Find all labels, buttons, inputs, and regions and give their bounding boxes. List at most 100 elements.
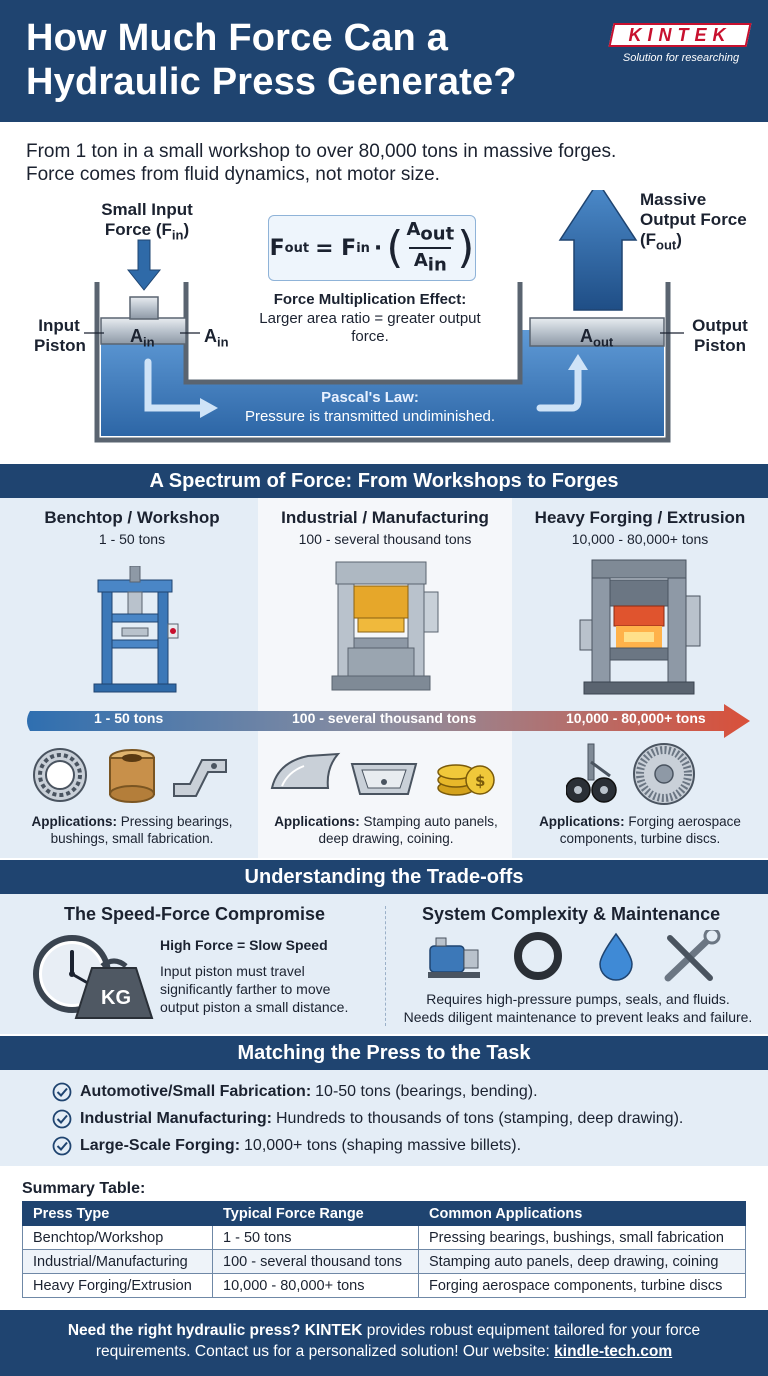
industrial-applications: Applications: Stamping auto panels, deep… bbox=[274, 814, 498, 846]
header-banner: How Much Force Can a Hydraulic Press Gen… bbox=[0, 0, 768, 122]
footer-website-link[interactable]: kindle-tech.com bbox=[554, 1343, 673, 1360]
footer-question: Need the right hydraulic press? bbox=[67, 1322, 301, 1339]
complexity-text-2: Needs diligent maintenance to prevent le… bbox=[403, 1009, 753, 1025]
svg-text:$: $ bbox=[475, 772, 485, 790]
clock-weight-icon: KG bbox=[33, 935, 154, 1019]
pump-icon bbox=[428, 937, 480, 978]
force-spectrum-arrow bbox=[27, 704, 750, 738]
input-piston-rod bbox=[129, 296, 159, 320]
forging-press-icon bbox=[579, 559, 701, 695]
fluid-drop-icon bbox=[599, 932, 633, 981]
effect-title: Force Multiplication Effect: bbox=[273, 291, 467, 308]
footer-brand: KINTEK bbox=[304, 1322, 363, 1339]
table-cell: 1 - 50 tons bbox=[212, 1225, 419, 1250]
output-piston-label: Output Piston bbox=[692, 316, 748, 355]
fluid-flow-arrow-left bbox=[144, 358, 209, 412]
summary-table: Press Type Typical Force Range Common Ap… bbox=[22, 1201, 746, 1298]
fluid-flow-arrow-right bbox=[536, 362, 582, 412]
check-circle-icon bbox=[52, 1136, 72, 1156]
table-cell: 100 - several thousand tons bbox=[212, 1249, 419, 1274]
input-force-arrow bbox=[126, 239, 162, 291]
speed-force-text: Input piston must travel significantly f… bbox=[160, 963, 349, 1015]
matching-section-title: Matching the Press to the Task bbox=[0, 1036, 768, 1070]
coins-icon: $ bbox=[437, 764, 495, 796]
table-cell: Industrial/Manufacturing bbox=[22, 1249, 213, 1274]
brand-logo[interactable]: KINTEK bbox=[628, 25, 732, 45]
benchtop-applications: Applications: Pressing bearings, bushing… bbox=[31, 814, 233, 846]
container-wall bbox=[94, 282, 671, 443]
effect-text: Larger area ratio = greater output force… bbox=[259, 310, 481, 345]
maintenance-icons bbox=[428, 930, 721, 982]
deep-drawn-sink-icon bbox=[350, 763, 418, 795]
benchtop-press-icon bbox=[93, 566, 179, 693]
summary-table-title: Summary Table: bbox=[22, 1180, 146, 1197]
complexity-title: System Complexity & Maintenance bbox=[422, 904, 721, 924]
input-force-label: Small Input Force (Fin) bbox=[101, 200, 193, 243]
table-cell: 10,000 - 80,000+ tons bbox=[212, 1273, 419, 1298]
auto-panel-icon bbox=[270, 752, 341, 789]
check-circle-icon bbox=[52, 1082, 72, 1102]
complexity-text-1: Requires high-pressure pumps, seals, and… bbox=[426, 991, 730, 1007]
intro-line-1: From 1 ton in a small workshop to over 8… bbox=[26, 141, 617, 162]
match-item-forging: Large-Scale Forging:10,000+ tons (shapin… bbox=[52, 1136, 521, 1156]
table-cell: Stamping auto panels, deep drawing, coin… bbox=[418, 1249, 746, 1274]
input-piston bbox=[100, 317, 187, 345]
industrial-press-icon bbox=[331, 561, 439, 691]
footer-text: provides robust equipment tailored for y… bbox=[95, 1322, 701, 1360]
intro-line-2: Force comes from fluid dynamics, not mot… bbox=[26, 164, 440, 185]
table-cell: Pressing bearings, bushings, small fabri… bbox=[418, 1225, 746, 1250]
footer-cta: Need the right hydraulic press? KINTEK p… bbox=[0, 1310, 768, 1376]
forging-application-icons bbox=[566, 743, 695, 805]
table-header-force-range: Typical Force Range bbox=[212, 1201, 419, 1226]
spectrum-col-forging: Heavy Forging / Extrusion 10,000 - 80,00… bbox=[534, 508, 746, 547]
spectrum-section-title: A Spectrum of Force: From Workshops to F… bbox=[0, 464, 768, 498]
weight-icon bbox=[74, 958, 154, 1019]
bushing-icon bbox=[109, 749, 155, 803]
output-force-arrow bbox=[558, 190, 638, 311]
table-row: Benchtop/Workshop 1 - 50 tons Pressing b… bbox=[22, 1225, 746, 1250]
table-header-applications: Common Applications bbox=[418, 1201, 746, 1226]
forging-applications: Applications: Forging aerospace componen… bbox=[539, 814, 741, 846]
tradeoffs-section-title: Understanding the Trade-offs bbox=[0, 860, 768, 894]
turbine-disc-icon bbox=[633, 743, 695, 805]
table-header-row: Press Type Typical Force Range Common Ap… bbox=[22, 1201, 746, 1226]
brand-tagline: Solution for researching bbox=[622, 52, 740, 64]
tradeoffs-divider bbox=[385, 906, 386, 1026]
table-cell: Forging aerospace components, turbine di… bbox=[418, 1273, 746, 1298]
output-area-label: Aout bbox=[580, 326, 614, 350]
bracket-icon bbox=[173, 759, 227, 797]
spectrum-label-benchtop: 1 - 50 tons bbox=[94, 710, 164, 726]
bearing-icon bbox=[33, 748, 87, 802]
seal-ring-icon bbox=[514, 932, 562, 980]
matching-panel bbox=[0, 1070, 768, 1166]
pascal-law-text: Pressure is transmitted undiminished. bbox=[244, 408, 496, 425]
table-cell: Benchtop/Workshop bbox=[22, 1225, 213, 1250]
match-item-automotive: Automotive/Small Fabrication:10-50 tons … bbox=[52, 1082, 538, 1102]
weight-label: KG bbox=[101, 987, 131, 1009]
pascal-diagram: Small Input Force (Fin) Input Piston Ain… bbox=[0, 190, 768, 455]
page-title: How Much Force Can a Hydraulic Press Gen… bbox=[26, 17, 517, 103]
pascal-law: Pascal's Law: Pressure is transmitted un… bbox=[200, 388, 540, 426]
input-area-label: Ain bbox=[204, 326, 229, 350]
spectrum-col-industrial: Industrial / Manufacturing 100 - several… bbox=[281, 508, 489, 547]
spectrum-col-benchtop: Benchtop / Workshop 1 - 50 tons bbox=[44, 508, 220, 547]
spectrum-label-forging: 10,000 - 80,000+ tons bbox=[566, 710, 706, 726]
pascal-law-title: Pascal's Law: bbox=[321, 389, 419, 406]
intro-text: From 1 ton in a small workshop to over 8… bbox=[26, 140, 746, 186]
output-force-label: Massive Output Force (Fout) bbox=[640, 190, 747, 253]
check-circle-icon bbox=[52, 1109, 72, 1129]
speed-force-title: The Speed-Force Compromise bbox=[64, 904, 326, 924]
speed-force-subtitle: High Force = Slow Speed bbox=[160, 937, 328, 953]
output-piston bbox=[529, 317, 665, 347]
spectrum-label-industrial: 100 - several thousand tons bbox=[292, 710, 477, 726]
input-piston-label: Input Piston bbox=[34, 316, 86, 355]
match-item-industrial: Industrial Manufacturing:Hundreds to tho… bbox=[52, 1109, 683, 1129]
benchtop-application-icons bbox=[33, 748, 227, 803]
table-header-press-type: Press Type bbox=[22, 1201, 213, 1226]
input-area-label-piston: Ain bbox=[130, 326, 155, 350]
industrial-application-icons: $ bbox=[270, 752, 495, 796]
hydraulic-system-illustration bbox=[84, 190, 684, 443]
table-row: Heavy Forging/Extrusion 10,000 - 80,000+… bbox=[22, 1273, 746, 1298]
